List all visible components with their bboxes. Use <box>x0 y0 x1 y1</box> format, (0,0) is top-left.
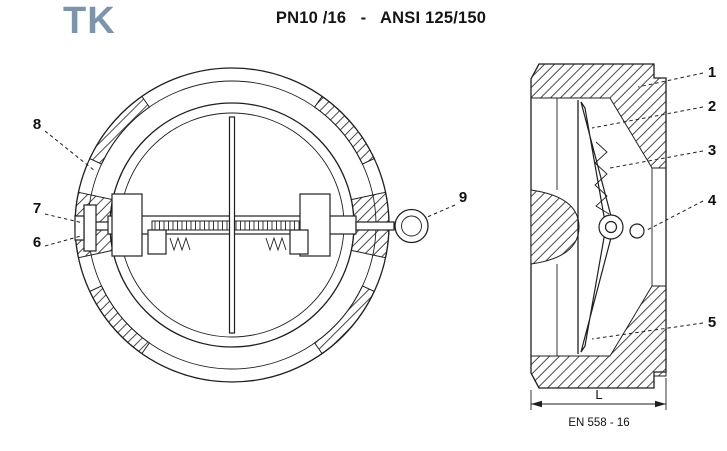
callout-8: 8 <box>33 116 41 133</box>
retainer-bolt <box>74 215 85 241</box>
callout-9: 9 <box>459 189 467 206</box>
callout-2: 2 <box>708 98 716 115</box>
lug-upper-left <box>89 95 151 165</box>
spacer-block-right <box>289 229 309 255</box>
shaft-stub-right <box>355 221 395 231</box>
retainer-washer <box>83 204 97 252</box>
leader-4 <box>646 200 704 231</box>
callout-5: 5 <box>708 314 716 331</box>
leader-3 <box>609 150 704 169</box>
dimension-arrow-left <box>531 400 542 408</box>
dimension: L EN 558 - 16 <box>530 378 667 429</box>
standard-label: EN 558 - 16 <box>568 417 629 429</box>
hinge-pin <box>228 116 236 334</box>
body-hatch-bottom <box>530 285 667 389</box>
page-title: PN10 /16 - ANSI 125/150 <box>275 9 487 27</box>
seat-boss <box>530 189 580 265</box>
spring-left <box>169 236 191 252</box>
lug-upper-right <box>313 95 375 165</box>
dimension-arrow-right <box>655 400 666 408</box>
callout-7: 7 <box>33 200 41 217</box>
end-plug-ring-outer <box>394 208 429 244</box>
dimension-label: L <box>595 387 602 402</box>
leader-1 <box>637 72 704 88</box>
brand-logo: TK <box>63 0 116 42</box>
front-view <box>74 67 429 383</box>
body-outline <box>530 63 667 389</box>
callout-4: 4 <box>708 192 717 209</box>
body-hatch-top <box>530 63 667 169</box>
callout-3: 3 <box>708 142 716 159</box>
spacer-block-left <box>147 229 167 255</box>
callout-6: 6 <box>33 234 41 251</box>
lug-lower-left <box>89 285 151 355</box>
callouts: 1 2 3 4 5 6 7 8 9 <box>33 64 717 340</box>
hinge-pin-section-inner <box>604 220 618 234</box>
pin-plug <box>629 223 645 239</box>
bearing-block-left <box>111 193 143 257</box>
end-plug-ring-inner <box>401 215 422 237</box>
spring-right <box>265 236 287 252</box>
lug-lower-right <box>313 285 375 355</box>
leader-5 <box>591 322 704 340</box>
disc-plate-lower <box>580 231 613 353</box>
torsion-spring <box>594 141 610 215</box>
callout-1: 1 <box>708 64 716 81</box>
leader-7 <box>44 213 84 224</box>
side-view <box>530 63 667 389</box>
leader-9 <box>424 204 456 219</box>
leader-8 <box>44 130 96 172</box>
leader-2 <box>591 106 704 129</box>
